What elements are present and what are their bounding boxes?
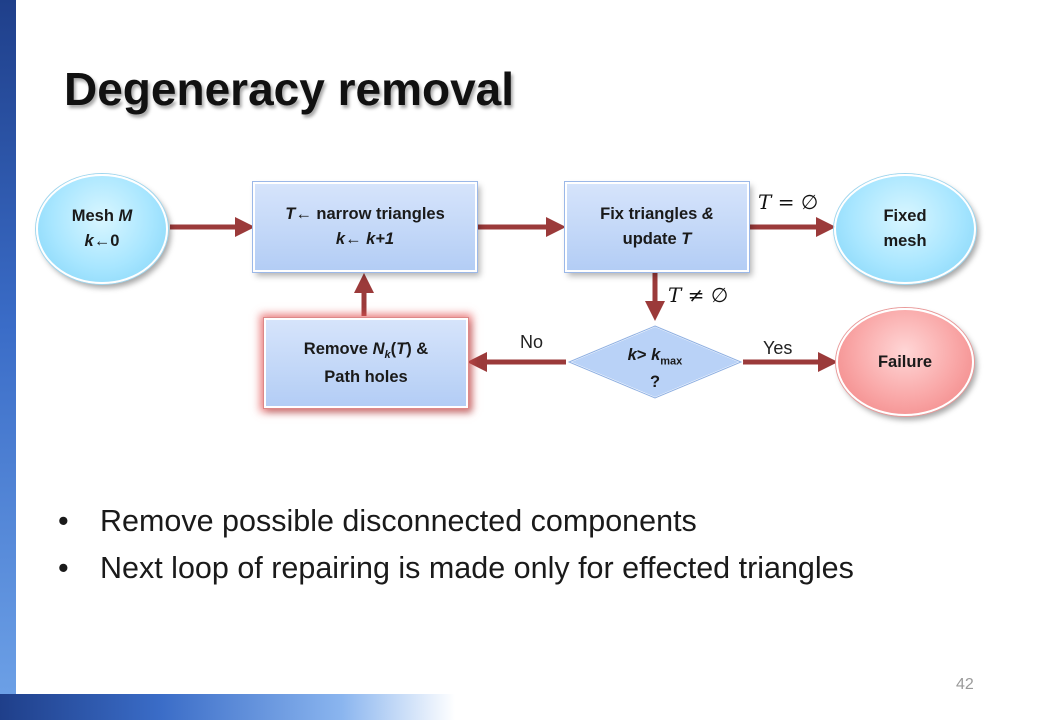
t-empty-op: =	[777, 190, 795, 214]
node-remove-path-holes: Remove Nk(T) & Path holes	[264, 318, 468, 408]
decision-label: k> kmax ?	[585, 343, 725, 395]
remove-paren-open: (	[390, 339, 397, 358]
t-not-empty-var: T	[668, 283, 682, 307]
decision-var-k: k	[627, 346, 637, 364]
mesh-var-k: k	[84, 232, 94, 250]
bullet-item: • Remove possible disconnected component…	[58, 502, 938, 541]
decision-sub-max: max	[660, 355, 683, 368]
remove-var-n: N	[372, 339, 385, 358]
bullet-dot: •	[58, 504, 69, 538]
node-failure: Failure	[836, 308, 974, 416]
remove-var-t: T	[396, 339, 407, 358]
mesh-init-text: ←0	[93, 232, 120, 250]
remove-sub-k: k	[384, 348, 391, 361]
narrow-var-t: T	[285, 205, 296, 224]
remove-label-text: Remove	[303, 339, 373, 358]
narrow-increment-text: k← k+1	[335, 230, 395, 248]
remove-line2: Path holes	[324, 367, 408, 386]
label-t-not-empty: T ≠ ∅	[668, 283, 728, 307]
label-no: No	[520, 332, 544, 352]
narrow-label-text: ← narrow triangles	[295, 205, 445, 224]
mesh-var-m: M	[118, 207, 133, 226]
remove-paren-close: ) &	[406, 339, 429, 358]
t-empty-set: ∅	[800, 190, 819, 214]
failure-label: Failure	[877, 352, 933, 371]
decision-var-kmax: k	[651, 346, 661, 364]
fixed-mesh-line1: Fixed	[883, 207, 927, 226]
fix-var-t: T	[681, 230, 692, 248]
bottom-accent-bar	[0, 694, 455, 720]
node-narrow-triangles: T← narrow triangles k← k+1	[253, 182, 477, 272]
bullet-text: Next loop of repairing is made only for …	[100, 551, 854, 586]
mesh-label-text: Mesh	[71, 207, 119, 226]
bullet-list: • Remove possible disconnected component…	[58, 502, 938, 596]
t-not-empty-set: ∅	[710, 283, 729, 307]
fix-update-text: update	[622, 230, 682, 248]
bullet-item: • Next loop of repairing is made only fo…	[58, 549, 938, 588]
label-t-empty: T = ∅	[758, 190, 818, 214]
fix-ampersand: &	[701, 205, 714, 224]
node-mesh-start: Mesh M k←0	[36, 174, 168, 284]
decision-gt: >	[636, 346, 652, 364]
fix-label-text: Fix triangles	[600, 205, 702, 224]
node-fix-triangles: Fix triangles & update T	[565, 182, 749, 272]
node-fixed-mesh: Fixed mesh	[834, 174, 976, 284]
decision-question: ?	[649, 372, 661, 391]
bullet-dot: •	[58, 551, 69, 586]
t-empty-var: T	[758, 190, 772, 214]
left-accent-bar	[0, 0, 16, 720]
t-not-empty-op: ≠	[687, 283, 705, 307]
slide-title: Degeneracy removal	[64, 63, 515, 115]
page-number: 42	[956, 676, 974, 693]
label-yes: Yes	[763, 338, 793, 358]
bullet-text: Remove possible disconnected components	[100, 504, 697, 538]
fixed-mesh-line2: mesh	[883, 232, 927, 250]
